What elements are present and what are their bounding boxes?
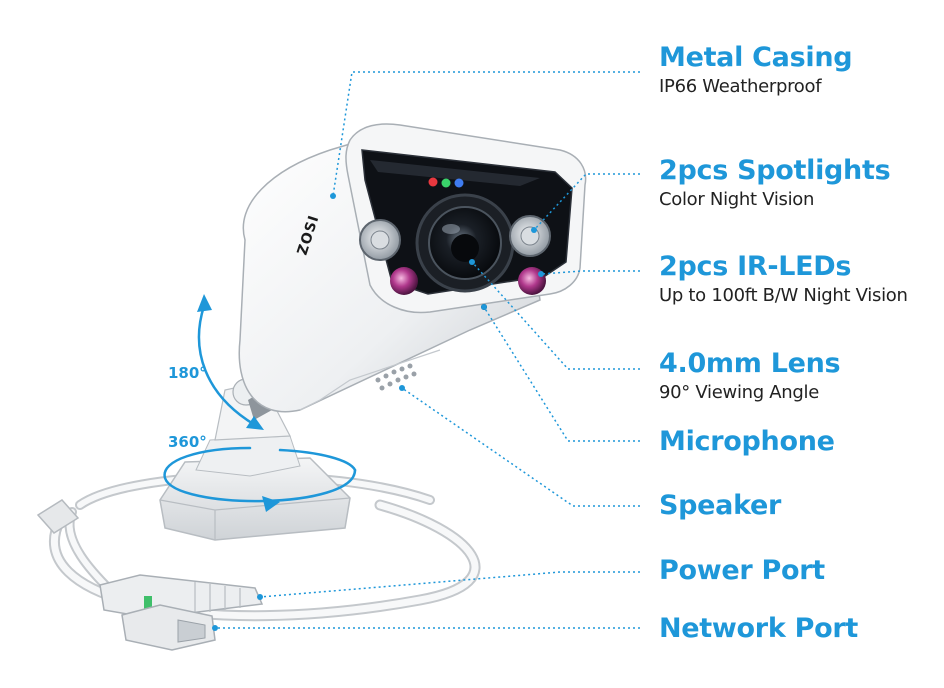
feature-network-port: Network Port [659, 613, 858, 645]
feature-microphone: Microphone [659, 426, 835, 458]
feature-subtitle: Up to 100ft B/W Night Vision [659, 285, 908, 306]
lens [415, 193, 515, 293]
feature-metal-casing: Metal Casing IP66 Weatherproof [659, 42, 853, 98]
pan-arrow-head [262, 496, 280, 512]
network-connector [121, 604, 216, 651]
pan-label: 360° [168, 433, 207, 451]
tilt-arrow-head-top [197, 294, 212, 312]
feature-lens: 4.0mm Lens 90° Viewing Angle [659, 348, 841, 404]
feature-subtitle: Color Night Vision [659, 189, 815, 210]
feature-title: 2pcs Spotlights [659, 155, 891, 186]
speaker-grille [375, 363, 417, 391]
cable-end-plug [36, 499, 80, 534]
feature-subtitle: IP66 Weatherproof [659, 76, 822, 97]
feature-title: Speaker [659, 490, 782, 521]
status-leds [428, 177, 464, 188]
feature-power-port: Power Port [659, 555, 825, 587]
feature-title: Metal Casing [659, 42, 853, 73]
feature-ir-leds: 2pcs IR-LEDs Up to 100ft B/W Night Visio… [659, 251, 908, 307]
feature-title: 2pcs IR-LEDs [659, 251, 852, 282]
feature-title: Power Port [659, 555, 825, 586]
feature-title: 4.0mm Lens [659, 348, 841, 379]
feature-subtitle: 90° Viewing Angle [659, 382, 820, 403]
tilt-label: 180° [168, 364, 207, 382]
feature-speaker: Speaker [659, 490, 781, 522]
leader-dots [212, 193, 544, 631]
feature-title: Microphone [659, 426, 835, 457]
feature-title: Network Port [659, 613, 858, 644]
tilt-arrow-head-bottom [246, 416, 264, 430]
power-connector [99, 574, 264, 619]
camera-base [159, 378, 351, 541]
feature-spotlights: 2pcs Spotlights Color Night Vision [659, 155, 891, 211]
tilt-rotation-arrow [197, 304, 257, 427]
pan-rotation-arrow [163, 446, 357, 503]
leader-lines [215, 71, 640, 629]
